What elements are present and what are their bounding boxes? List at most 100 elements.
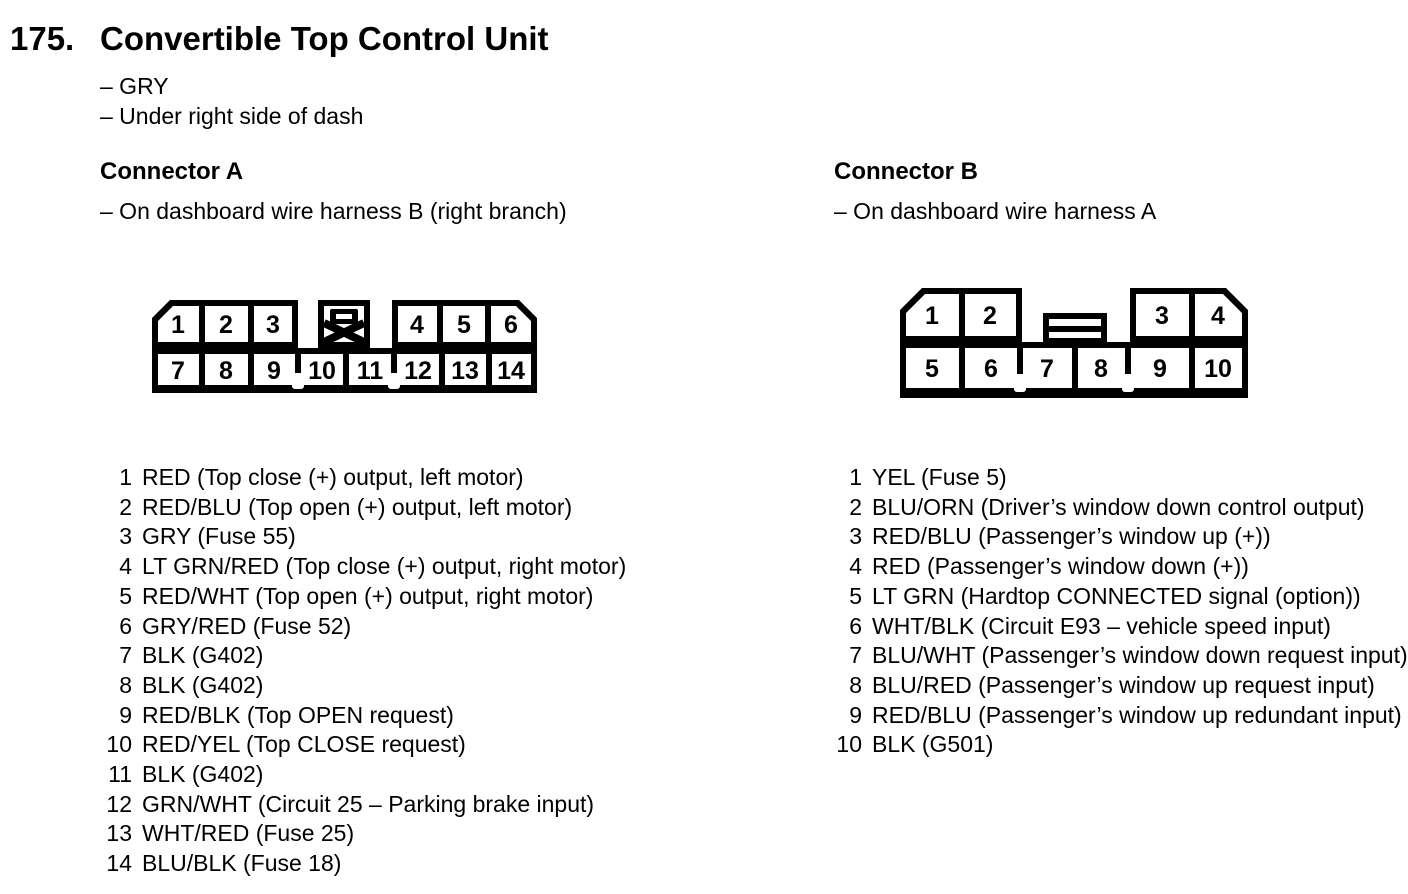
page-title: 175. Convertible Top Control Unit bbox=[10, 20, 549, 58]
pin-list-row: 11 BLK (G402) bbox=[100, 760, 626, 790]
pin-number: 6 bbox=[504, 311, 518, 339]
pin-list-row: 6 GRY/RED (Fuse 52) bbox=[100, 612, 626, 642]
pin-list-desc: BLK (G402) bbox=[142, 642, 264, 669]
pin-list-desc: RED (Passenger’s window down (+)) bbox=[872, 553, 1249, 580]
pin-list-desc: BLK (G402) bbox=[142, 671, 264, 698]
pin-number: 7 bbox=[171, 357, 185, 385]
pin-list-desc: BLU/WHT (Passenger’s window down request… bbox=[872, 642, 1408, 669]
pin-list-desc: BLU/RED (Passenger’s window up request i… bbox=[872, 671, 1375, 698]
pin-list-row: 8 BLU/RED (Passenger’s window up request … bbox=[830, 671, 1408, 701]
pin-number: 2 bbox=[983, 302, 997, 330]
pin-list-number: 8 bbox=[849, 671, 862, 698]
pin-list-number: 5 bbox=[119, 582, 132, 609]
pin-list-number: 8 bbox=[119, 671, 132, 698]
pin-list-number: 4 bbox=[849, 553, 862, 580]
pin-list-number: 10 bbox=[106, 731, 132, 758]
pin-number: 3 bbox=[266, 311, 280, 339]
pin-list-desc: RED/BLU (Passenger’s window up (+)) bbox=[872, 523, 1271, 550]
mount-notch bbox=[1122, 374, 1134, 392]
pin-list-row: 4 RED (Passenger’s window down (+)) bbox=[830, 552, 1408, 582]
unit-location-note: – Under right side of dash bbox=[100, 102, 364, 129]
pin-list-desc: GRY (Fuse 55) bbox=[142, 523, 296, 550]
connector-b-bottom-row bbox=[900, 342, 1248, 398]
pin-list-number: 14 bbox=[106, 850, 132, 877]
pin-list-desc: GRY/RED (Fuse 52) bbox=[142, 612, 352, 639]
pin-list-row: 14 BLU/BLK (Fuse 18) bbox=[100, 849, 626, 879]
pin-list-number: 13 bbox=[106, 820, 132, 847]
unit-notes: – GRY – Under right side of dash bbox=[100, 72, 363, 131]
connector-b-top-left-group bbox=[900, 288, 1022, 342]
pin-list-row: 2 BLU/ORN (Driver’s window down control o… bbox=[830, 493, 1408, 523]
pin-list-row: 8 BLK (G402) bbox=[100, 671, 626, 701]
pin-list-desc: RED/BLK (Top OPEN request) bbox=[142, 701, 454, 728]
connector-a-heading: Connector A bbox=[100, 158, 244, 185]
pin-number: 8 bbox=[1094, 355, 1108, 383]
pin-number: 5 bbox=[925, 355, 939, 383]
pin-list-number: 3 bbox=[849, 523, 862, 550]
pin-list-desc: RED/YEL (Top CLOSE request) bbox=[142, 731, 466, 758]
pin-number: 2 bbox=[219, 311, 233, 339]
pin-list-row: 7 BLU/WHT (Passenger’s window down reques… bbox=[830, 641, 1408, 671]
unit-color-note: – GRY bbox=[100, 73, 169, 99]
connector-b-heading: Connector B bbox=[834, 158, 978, 185]
pin-number: 9 bbox=[267, 357, 281, 385]
pin-list-number: 6 bbox=[849, 612, 862, 639]
pin-list-number: 1 bbox=[119, 464, 132, 490]
pin-number: 6 bbox=[984, 355, 998, 383]
pin-list-desc: BLK (G402) bbox=[142, 761, 264, 788]
section-number: 175. bbox=[10, 20, 75, 57]
pin-number: 10 bbox=[1204, 355, 1232, 383]
pin-list-desc: RED/BLU (Top open (+) output, left motor… bbox=[142, 493, 573, 520]
pin-list-number: 5 bbox=[849, 582, 862, 609]
pin-list-row: 9 RED/BLK (Top OPEN request) bbox=[100, 701, 626, 731]
pin-list-row: 1 YEL (Fuse 5) bbox=[830, 463, 1408, 493]
pin-list-row: 3 RED/BLU (Passenger’s window up (+)) bbox=[830, 522, 1408, 552]
pin-number: 5 bbox=[457, 311, 471, 339]
mount-notch bbox=[292, 373, 304, 389]
connector-a-diagram: 1 2 3 4 5 6 7 8 9 10 11 12 13 14 bbox=[152, 300, 537, 393]
pin-list-desc: RED (Top close (+) output, left motor) bbox=[142, 464, 524, 490]
pin-number: 9 bbox=[1153, 355, 1167, 383]
pin-number: 10 bbox=[308, 357, 336, 385]
pin-number: 12 bbox=[404, 357, 432, 385]
pin-list-desc: YEL (Fuse 5) bbox=[872, 464, 1007, 490]
pin-list-row: 7 BLK (G402) bbox=[100, 641, 626, 671]
connector-b-diagram: 1 2 3 4 5 6 7 8 9 10 bbox=[900, 288, 1248, 398]
pin-list-number: 9 bbox=[119, 701, 132, 728]
connector-a-bottom-row bbox=[152, 348, 537, 393]
pin-number: 1 bbox=[925, 302, 939, 330]
pin-list-number: 4 bbox=[119, 553, 132, 580]
pin-list-number: 6 bbox=[119, 612, 132, 639]
connector-a-note: – On dashboard wire harness B (right bra… bbox=[100, 198, 567, 224]
connector-a-top-right-group bbox=[392, 300, 537, 348]
pin-list-number: 2 bbox=[849, 493, 862, 520]
pin-list-number: 12 bbox=[106, 790, 132, 817]
pin-list-row: 10 RED/YEL (Top CLOSE request) bbox=[100, 730, 626, 760]
connector-b-top-right-group bbox=[1130, 288, 1248, 342]
connector-b-pin-list: 1 YEL (Fuse 5) 2 BLU/ORN (Driver’s window … bbox=[830, 463, 1408, 760]
pin-number: 11 bbox=[357, 357, 384, 385]
pin-list-desc: BLU/ORN (Driver’s window down control ou… bbox=[872, 493, 1365, 520]
pin-number: 8 bbox=[219, 357, 233, 385]
pin-number: 3 bbox=[1155, 302, 1169, 330]
pin-list-number: 11 bbox=[108, 761, 132, 788]
pin-list-number: 7 bbox=[849, 642, 862, 669]
pin-list-number: 9 bbox=[849, 701, 862, 728]
mount-notch bbox=[388, 373, 400, 389]
pin-number: 7 bbox=[1040, 355, 1054, 383]
pin-list-desc: BLU/BLK (Fuse 18) bbox=[142, 850, 342, 877]
pin-list-desc: LT GRN (Hardtop CONNECTED signal (option… bbox=[872, 582, 1361, 609]
pin-number: 13 bbox=[451, 357, 479, 385]
latch-tab-icon bbox=[1043, 313, 1107, 344]
pin-list-number: 7 bbox=[119, 642, 132, 669]
pin-list-number: 1 bbox=[849, 464, 862, 490]
